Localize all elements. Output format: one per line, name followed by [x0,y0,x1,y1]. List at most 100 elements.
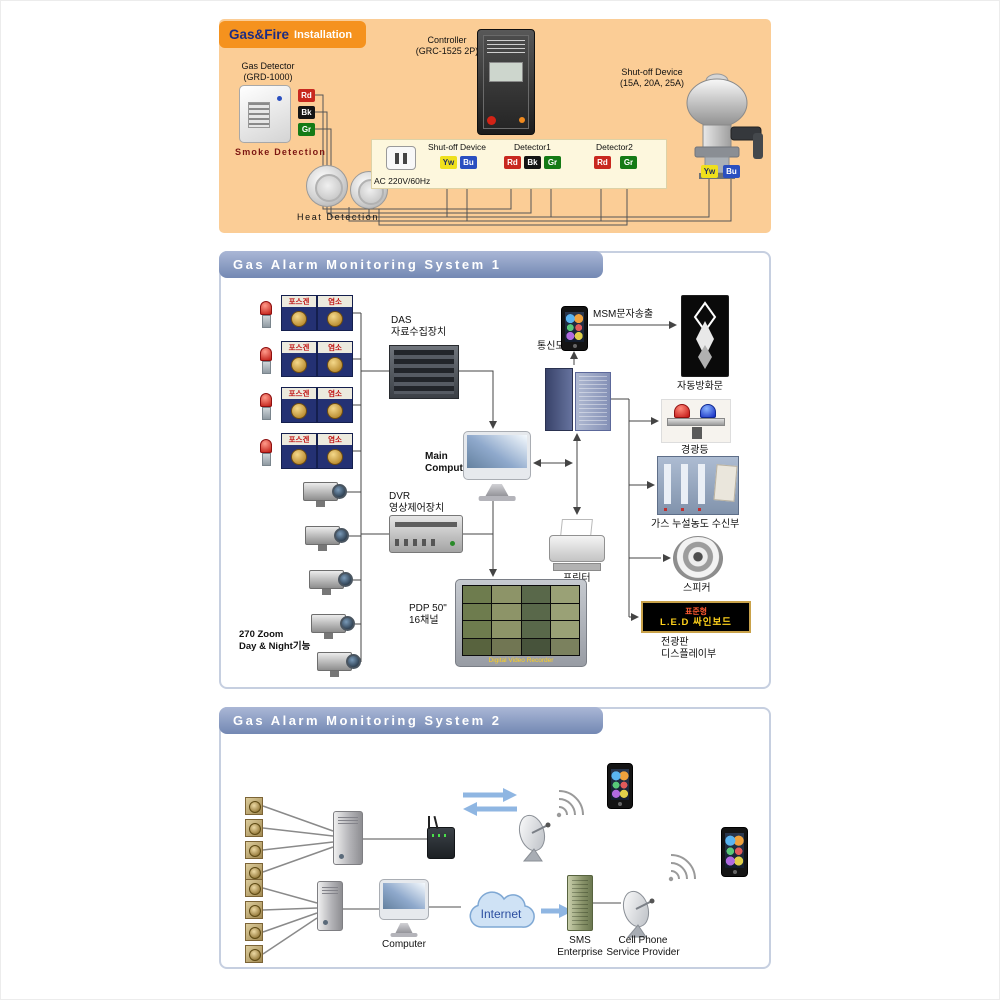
alarm-beacon-icon [259,301,273,331]
fire-door-image [680,294,730,382]
system2-title-bar: Gas Alarm Monitoring System 2 [219,707,603,734]
receiver-panel-image [657,456,739,515]
strip-terminal-rd2-icon: Rd [594,156,611,169]
imac-screen [379,879,429,920]
smoke-detection-label: Smoke Detection [235,147,327,157]
system1-connection-lines [347,312,677,662]
dvr-slot [395,521,457,527]
shutoff-device-label: Shut-off Device (15A, 20A, 25A) [619,67,685,88]
system2-connection-lines [262,788,696,955]
gas-sensor-node-icon [245,797,263,815]
gas-sensor-node-icon [245,901,263,919]
sensor-group-3: 포스겐 염소 [257,385,353,425]
satellite-dish-icon [518,814,551,862]
gas-sensor-node-icon [245,923,263,941]
cctv-camera-icon [311,611,355,639]
gas-sensor-node-icon [245,819,263,837]
gas-sensor-chlorine: 염소 [317,341,353,377]
sensor-label: 포스겐 [282,434,316,445]
dvr-device [389,515,463,553]
sensor-emblem-icon [327,403,343,419]
mobile-phone-device [721,827,748,877]
beacon-bracket [691,427,702,440]
workstation-tower-device [317,881,343,931]
printer-tray [553,563,601,571]
msm-phone-device [561,306,588,351]
detector-led [277,96,282,101]
sensor-emblem-icon [291,357,307,373]
gas-sensor-phosgene: 포스겐 [281,341,317,377]
controller-led [519,117,525,123]
terminal-gr-icon: Gr [298,123,315,136]
badge-suffix-text: Installation [294,28,353,41]
warning-beacon-label: 경광등 [681,445,709,456]
wifi-signal-icon [558,790,696,880]
server-tower-device [333,811,363,865]
pdp-badge: Digital Video Recorder [488,657,554,664]
sensor-emblem-icon [291,311,307,327]
printer-device [549,519,605,571]
strip-terminal-gr-icon: Gr [544,156,561,169]
das-label: DAS 자료수집장치 [391,315,447,338]
dvr-buttons [395,539,441,547]
comm-module-device [545,368,611,431]
phone-home-button [572,344,577,348]
fire-door-label: 자동방화문 [677,381,723,392]
imac-display [383,883,425,910]
speaker-label: 스피커 [683,583,711,594]
cctv-camera-icon [317,649,361,677]
controller-display [489,62,523,82]
strip-terminal-rd-icon: Rd [504,156,521,169]
internet-label: Internet [481,907,522,921]
cctv-camera-icon [303,479,347,507]
pdp-label: PDP 50" 16채널 [409,603,447,626]
smoke-detector-icon [306,165,348,207]
msm-label: MSM문자송출 [593,309,654,320]
controller-button [487,116,496,125]
gas-detector-label: Gas Detector (GRD-1000) [241,61,295,82]
printer-body [549,534,605,562]
phone-screen [611,769,629,800]
imac-stand [485,483,509,497]
terminal-bk-icon: Bk [298,106,315,119]
wiring-lines [315,94,732,226]
alarm-beacon-icon [259,393,273,423]
terminal-rd-icon: Rd [298,89,315,102]
sms-enterprise-label: SMS Enterprise [557,935,603,958]
imac-base [478,496,516,501]
controller-label: Controller (GRC-1525 2P) [415,35,479,56]
led-sign-line2: L.E.D 싸인보드 [660,616,732,628]
sensor-label: 포스겐 [282,388,316,399]
main-computer-label: Main Computer [425,451,473,474]
ac-power-label: AC 220V/60Hz [374,176,431,186]
sensor-label: 염소 [318,342,352,353]
cctv-camera-icon [309,567,353,595]
camera-zoom-label: 270 Zoom Day & Night기능 [239,629,311,652]
sensor-emblem-icon [327,357,343,373]
server-tower-b [575,371,611,431]
phone-home-button [732,870,737,874]
beacon-bar [667,417,725,426]
terminal-strip: AC 220V/60Hz Shut-off Device Yw Bu Detec… [371,139,667,189]
pdp-display-device: Digital Video Recorder [455,579,587,667]
main-computer-device [463,431,531,501]
phone-screen [725,833,744,868]
strip-detector1-header: Detector1 [514,142,551,152]
speaker-image [673,536,723,581]
internet-cloud: Internet [469,891,535,928]
sensor-emblem-icon [291,449,307,465]
antenna-icon [428,816,430,829]
das-rack-device [389,345,459,399]
gas-sensor-node-icon [245,945,263,963]
alarm-beacon-icon [259,347,273,377]
power-plug-icon [386,146,416,170]
pdp-multiview-grid [462,585,580,656]
gas-sensor-node-icon [245,841,263,859]
warning-beacon-image [661,399,731,443]
controller-text-lines [487,40,525,54]
blue-beacon-dome [700,404,717,419]
computer-device [379,879,429,937]
valve-terminal-yw-icon: Yw [701,165,718,178]
gas-fire-installation-panel: Gas&Fire Installation Gas Detector (GRD-… [219,19,771,233]
server-tower-a [545,368,573,431]
